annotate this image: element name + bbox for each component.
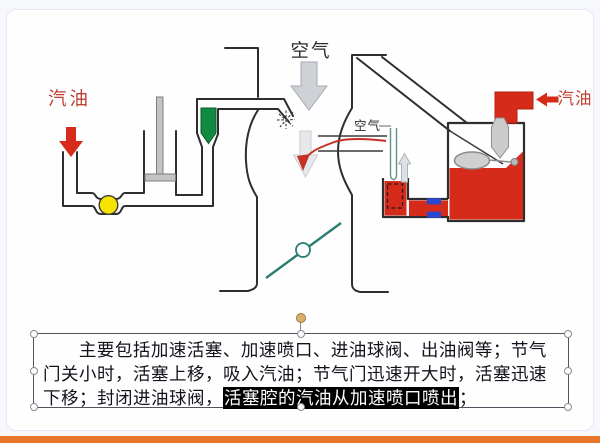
- nozzle-spray-icon: [276, 110, 296, 129]
- resize-handle-bottom-right[interactable]: [564, 403, 572, 411]
- air-arrow-small-icon: [292, 130, 319, 179]
- venturi-bore-right-wall: [337, 54, 389, 293]
- caption-highlighted-text: 活塞腔的汽油从加速喷口喷出: [223, 387, 459, 410]
- accelerator-piston: [144, 173, 176, 182]
- fuel-right-label: 汽油: [558, 89, 593, 108]
- venturi-bore-left-wall: [219, 109, 259, 292]
- fuel-left-label: 汽油: [48, 89, 91, 110]
- accelerator-nozzle-valve: [200, 107, 217, 145]
- resize-handle-mid-right[interactable]: [564, 366, 572, 375]
- fuel-arrow-right-icon: [536, 92, 559, 107]
- slide-accent-bar: [0, 436, 600, 443]
- caption-textbox[interactable]: 主要包括加速活塞、加速喷口、进油球阀、出油阀等；节气 门关小时，活塞上移，吸入汽…: [30, 313, 572, 411]
- inlet-ball-valve: [98, 194, 119, 215]
- pump-jet-dashed-tube: [386, 183, 404, 209]
- rotate-handle-stem: [300, 322, 301, 331]
- float-needle-valve: [491, 117, 509, 159]
- air-arrow-large-icon: [290, 61, 328, 111]
- caption-line-3-tail: ；: [459, 388, 477, 409]
- needle-seat-funnel-line: [449, 130, 504, 165]
- resize-handle-top-center[interactable]: [297, 330, 305, 338]
- caption-line-3: 下移；封闭进油球阀，活塞腔的汽油从加速喷口喷出；: [43, 386, 560, 410]
- resize-handle-bottom-center[interactable]: [297, 403, 305, 411]
- emulsion-tube: [389, 128, 398, 181]
- spray-passage-walls: [318, 135, 387, 152]
- float-lever: [488, 159, 512, 163]
- resize-handle-mid-left[interactable]: [30, 366, 38, 375]
- nozzle-duct-inner-wall: [217, 108, 290, 135]
- air-main-label: 空气: [290, 41, 331, 62]
- resize-handle-bottom-left[interactable]: [30, 403, 38, 411]
- inlet-channel-inner-wall: [76, 130, 145, 200]
- float: [453, 151, 491, 170]
- rotate-handle[interactable]: [296, 313, 306, 323]
- caption-line-2: 门关小时，活塞上移，吸入汽油；节气门迅速开大时，活塞迅速: [43, 364, 547, 385]
- outlet-valve-upper: [427, 198, 441, 205]
- float-chamber-outline: [446, 121, 526, 223]
- air-bleed-arrow-icon: [397, 152, 412, 183]
- fuel-arrow-left-icon: [59, 127, 83, 157]
- air-bleed-label: 空气: [354, 118, 381, 133]
- fuel-passage-upper-wall: [381, 56, 468, 124]
- fuel-spray-arrowhead: [297, 154, 310, 171]
- fuel-passage-lower-wall: [356, 57, 451, 132]
- accelerator-piston-rod: [156, 96, 164, 176]
- outlet-valve-lower: [427, 211, 441, 218]
- pump-well-fuel: [384, 181, 407, 216]
- resize-handle-top-left[interactable]: [30, 330, 38, 338]
- float-pivot: [510, 158, 519, 166]
- caption-line-3-text: 下移；封闭进油球阀，: [43, 388, 223, 409]
- resize-handle-top-right[interactable]: [564, 330, 572, 338]
- pump-cylinder-and-nozzle-duct: [175, 98, 294, 196]
- venturi-bore-left-top: [224, 47, 259, 98]
- caption-line-1: 主要包括加速活塞、加速喷口、进油球阀、出油阀等；节气: [78, 340, 547, 360]
- fuel-inlet-pipe: [62, 133, 219, 215]
- throttle-shaft: [295, 242, 311, 258]
